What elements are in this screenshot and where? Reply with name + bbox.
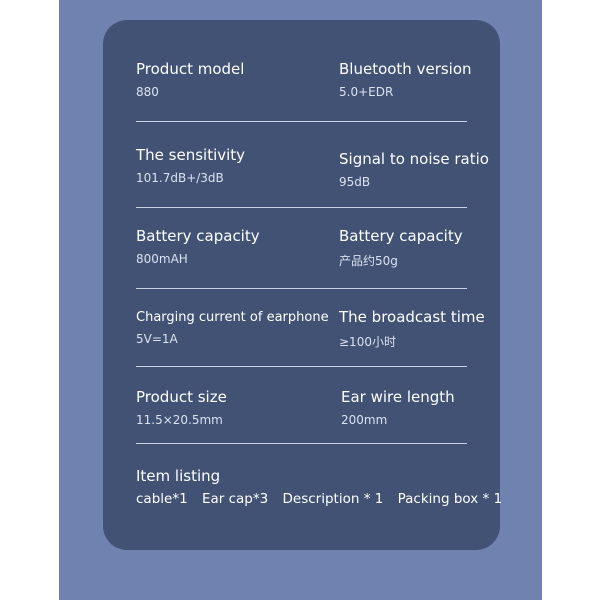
item-entry: Description * 1	[282, 491, 384, 507]
spec-product-size: Product size 11.5×20.5mm	[136, 388, 227, 427]
spec-card	[103, 20, 500, 550]
spec-value: 11.5×20.5mm	[136, 413, 223, 427]
spec-label: The sensitivity	[136, 146, 246, 164]
spec-label: Battery capacity	[136, 227, 260, 245]
spec-label: Product size	[136, 388, 227, 406]
divider	[136, 366, 467, 367]
spec-ear-wire-length: Ear wire length 200mm	[341, 388, 455, 427]
spec-value: 95dB	[339, 175, 371, 189]
spec-label: Product model	[136, 60, 245, 78]
spec-value: 5.0+EDR	[339, 85, 394, 99]
spec-broadcast-time: The broadcast time ≥100小时	[339, 308, 485, 350]
spec-product-model: Product model 880	[136, 60, 244, 99]
divider	[136, 207, 467, 208]
spec-value: 880	[136, 85, 159, 99]
spec-label: Signal to noise ratio	[339, 150, 489, 168]
spec-value: 5V=1A	[136, 332, 178, 346]
spec-battery-capacity: Battery capacity 800mAH	[136, 227, 260, 266]
spec-label: Ear wire length	[341, 388, 455, 406]
item-listing-items: cable*1 Ear cap*3 Description * 1 Packin…	[136, 491, 512, 507]
spec-value: 101.7dB+/3dB	[136, 171, 224, 185]
item-entry: cable*1	[136, 491, 188, 507]
item-entry: Ear cap*3	[201, 491, 269, 507]
item-listing-label: Item listing	[136, 467, 221, 485]
spec-label: Bluetooth version	[339, 60, 472, 78]
spec-value: ≥100小时	[339, 335, 396, 349]
spec-value: 800mAH	[136, 252, 188, 266]
spec-value: 200mm	[341, 413, 388, 427]
divider	[136, 288, 467, 289]
spec-label: The broadcast time	[339, 308, 485, 326]
item-listing: Item listing cable*1 Ear cap*3 Descripti…	[136, 467, 512, 507]
divider	[136, 443, 467, 444]
spec-weight: Battery capacity 产品约50g	[339, 227, 463, 269]
spec-value: 产品约50g	[339, 254, 398, 268]
item-entry: Packing box * 1	[397, 491, 503, 507]
spec-sensitivity: The sensitivity 101.7dB+/3dB	[136, 146, 245, 185]
spec-bluetooth-version: Bluetooth version 5.0+EDR	[339, 60, 472, 99]
spec-label: Battery capacity	[339, 227, 463, 245]
spec-snr: Signal to noise ratio 95dB	[339, 150, 489, 189]
spec-charging-current: Charging current of earphone 5V=1A	[136, 310, 329, 346]
divider	[136, 121, 467, 122]
spec-label: Charging current of earphone	[136, 310, 329, 325]
